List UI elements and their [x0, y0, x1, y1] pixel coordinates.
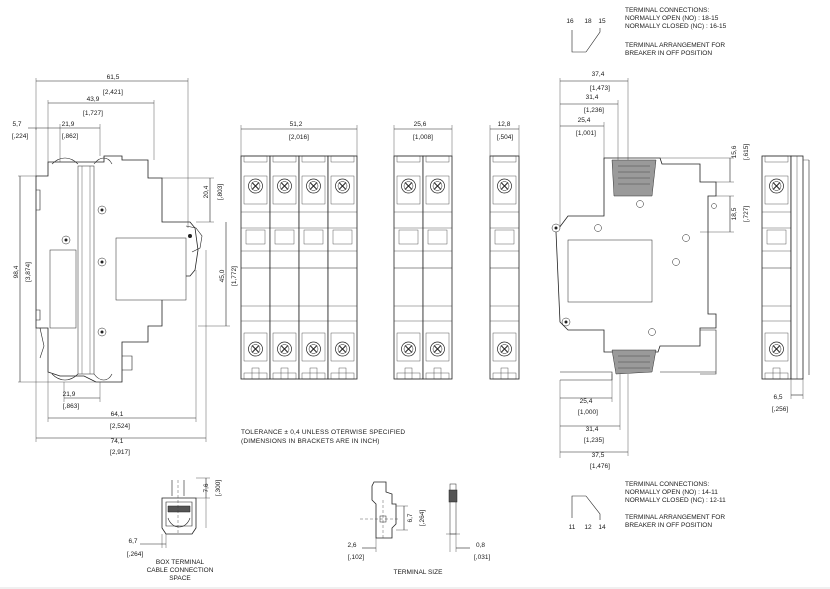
aux-bottom-note-4: TERMINAL ARRANGEMENT FOR	[625, 514, 725, 521]
dim-height: 98,4	[13, 265, 20, 278]
aux-top-note-4: TERMINAL ARRANGEMENT FOR	[625, 42, 725, 49]
terminal-size-drawing: 6,7 [,264] 2,6 [,102] 0,8 [,031] TERMINA…	[347, 481, 490, 576]
box-terminal-dim-width: 6,7	[128, 538, 137, 545]
aux-dim-25-4: 25,4	[578, 117, 591, 124]
aux-front-dim: 6,5	[773, 394, 782, 401]
dim-depth-43-inch: [1,727]	[83, 110, 103, 117]
aux-contact-symbol-top: 16 18 15 TERMINAL CONNECTIONS: NORMALLY …	[566, 7, 726, 57]
aux-bottom-note-2: NORMALLY OPEN (NO) : 14-11	[625, 489, 718, 496]
dim-offset: 5,7	[12, 121, 21, 128]
terminal-dim-width-inch: [,102]	[348, 554, 364, 561]
aux-contact-symbol-bottom: 11 12 14 TERMINAL CONNECTIONS: NORMALLY …	[569, 481, 727, 531]
aux-dim-37-4-inch: [1,473]	[590, 85, 610, 92]
dim-four-pole-width: 51,2	[290, 121, 303, 128]
dim-rail-inch: [,862]	[62, 133, 78, 140]
aux-dim-18-5-inch: [,727]	[743, 206, 750, 222]
dim-total-depth: 74,1	[111, 438, 124, 445]
box-terminal-dim-height-inch: [,300]	[215, 480, 222, 496]
dim-rail: 21,9	[62, 121, 75, 128]
aux-dim-b-25-4: 25,4	[580, 398, 593, 405]
box-terminal-dim-width-inch: [,264]	[127, 551, 143, 558]
pin-18: 18	[584, 18, 592, 25]
terminal-dim-thickness: 0,8	[476, 542, 485, 549]
terminal-size-caption: TERMINAL SIZE	[394, 569, 444, 576]
dim-depth-43: 43,9	[87, 96, 100, 103]
aux-bottom-note-5: BREAKER IN OFF POSITION	[625, 522, 712, 529]
dim-height-inch: [3,874]	[25, 262, 32, 282]
dim-handle: 20,4	[203, 185, 210, 198]
box-terminal-caption-3: SPACE	[169, 575, 191, 582]
terminal-dim-height-inch: [,264]	[419, 510, 426, 526]
two-pole-front-view: 25,6 [1,008]	[394, 121, 452, 379]
dim-total-depth-inch: [2,917]	[110, 449, 130, 456]
dim-rail-bottom: 21,9	[63, 391, 76, 398]
terminal-dim-thickness-inch: [,031]	[474, 554, 490, 561]
aux-contact-front-view: 6,5 [,256]	[762, 156, 810, 413]
aux-dim-25-4-inch: [1,001]	[576, 130, 596, 137]
aux-top-note-3: NORMALLY CLOSED (NC) : 16-15	[625, 23, 727, 30]
dim-one-pole-width-inch: [,504]	[497, 134, 513, 141]
aux-top-note-1: TERMINAL CONNECTIONS:	[625, 7, 709, 14]
box-terminal-caption-1: BOX TERMINAL	[156, 559, 205, 566]
dim-base-depth: 64,1	[111, 411, 124, 418]
aux-bottom-note-3: NORMALLY CLOSED (NC) : 12-11	[625, 497, 726, 504]
tolerance-note-line1: TOLERANCE ± 0,4 UNLESS OTERWISE SPECIFIE…	[241, 429, 405, 436]
aux-dim-31-4-inch: [1,236]	[584, 107, 604, 114]
pin-12: 12	[584, 524, 592, 531]
terminal-dim-height: 6,7	[407, 513, 414, 522]
breaker-side-view: 61,5 [2,421] 43,9 [1,727] 5,7 [,224] 21,…	[12, 74, 238, 456]
tolerance-note-line2: (DIMENSIONS IN BRACKETS ARE IN INCH)	[241, 438, 380, 445]
box-terminal-drawing: 7,6 [,300] 6,7 [,264] BOX TERMINAL CABLE…	[127, 477, 222, 582]
dim-front-inch: [1,772]	[231, 266, 238, 286]
aux-dim-15-6-inch: [,615]	[743, 144, 750, 160]
aux-top-note-2: NORMALLY OPEN (NO) : 18-15	[625, 15, 719, 22]
dim-handle-inch: [,803]	[217, 184, 224, 200]
aux-dim-b-31-4-inch: [1,235]	[584, 437, 604, 444]
aux-contact-side-view: 37,4 [1,473] 31,4 [1,236] 25,4 [1,001] 1…	[551, 71, 750, 470]
aux-top-note-5: BREAKER IN OFF POSITION	[625, 50, 712, 57]
pin-15: 15	[598, 18, 606, 25]
pin-11: 11	[569, 524, 576, 531]
dim-overall-depth-inch: [2,421]	[103, 89, 123, 96]
aux-dim-b-25-4-inch: [1,000]	[578, 409, 598, 416]
aux-front-dim-inch: [,256]	[772, 406, 788, 413]
terminal-dim-width: 2,6	[347, 542, 356, 549]
box-terminal-caption-2: CABLE CONNECTION	[147, 567, 214, 574]
dim-base-depth-inch: [2,524]	[110, 423, 130, 430]
aux-bottom-note-1: TERMINAL CONNECTIONS:	[625, 481, 709, 488]
dim-two-pole-width-inch: [1,008]	[413, 134, 433, 141]
box-terminal-dim-height: 7,6	[203, 483, 210, 492]
dim-two-pole-width: 25,6	[414, 121, 427, 128]
dim-four-pole-width-inch: [2,016]	[289, 134, 309, 141]
aux-dim-31-4: 31,4	[586, 94, 599, 101]
aux-dim-15-6: 15,6	[731, 145, 738, 158]
dim-one-pole-width: 12,8	[498, 121, 511, 128]
aux-dim-37-4: 37,4	[592, 71, 605, 78]
aux-dim-b-37-5-inch: [1,476]	[590, 463, 610, 470]
dim-offset-inch: [,224]	[12, 133, 28, 140]
pin-14: 14	[598, 524, 606, 531]
four-pole-front-view: 51,2 [2,016]	[241, 121, 357, 379]
dim-front: 45,0	[219, 269, 226, 282]
aux-dim-b-37-5: 37,5	[592, 452, 605, 459]
aux-dim-b-31-4: 31,4	[586, 426, 599, 433]
dim-overall-depth: 61,5	[107, 74, 120, 81]
aux-dim-18-5: 18,5	[731, 207, 738, 220]
one-pole-front-view: 12,8 [,504]	[490, 121, 519, 379]
pin-16: 16	[566, 18, 574, 25]
dim-rail-bottom-inch: [,863]	[63, 403, 79, 410]
